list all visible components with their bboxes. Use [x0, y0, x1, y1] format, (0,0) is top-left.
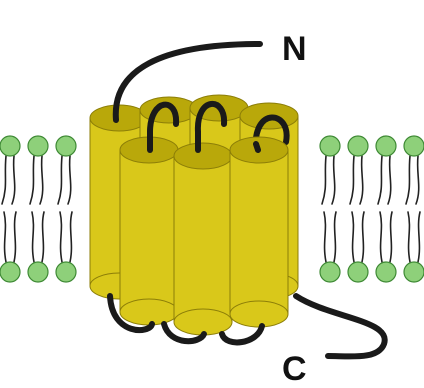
front-helices: [120, 137, 288, 335]
lipid-head-upper: [348, 136, 368, 156]
lipid-head-lower: [348, 262, 368, 282]
lipid-tail: [334, 212, 336, 262]
helix-front-right: [230, 137, 288, 327]
lipid-tail: [324, 212, 326, 262]
lipid-tail: [408, 212, 410, 262]
lipid-tail: [4, 212, 6, 262]
lipid-head-lower: [28, 262, 48, 282]
lipid-tail: [60, 212, 62, 262]
lipid-head-upper: [320, 136, 340, 156]
lipid-tail: [332, 156, 335, 204]
lipid-tail: [42, 212, 44, 262]
lipid-tail: [2, 156, 6, 204]
lipid-tail: [406, 156, 410, 204]
c-terminus-tail: [296, 296, 385, 356]
loop-end-3: [256, 144, 258, 150]
lipid-tail: [14, 212, 16, 262]
lipid-tail: [322, 156, 326, 204]
lipid-tail: [352, 212, 354, 262]
lipid-tail: [418, 212, 420, 262]
lipid-tail: [390, 212, 392, 262]
lipid-tail: [30, 156, 34, 204]
lipid-tail: [68, 156, 71, 204]
lipid-tail: [32, 212, 34, 262]
lipid-tail: [378, 156, 382, 204]
lipid-tail: [360, 156, 363, 204]
lipid-head-upper: [376, 136, 396, 156]
lipid-tail: [380, 212, 382, 262]
lipid-tail: [362, 212, 364, 262]
lipid-tail: [70, 212, 72, 262]
lipid-tail: [388, 156, 391, 204]
lipid-head-lower: [56, 262, 76, 282]
n-terminus-label: N: [282, 30, 307, 68]
c-terminus-label: C: [282, 350, 307, 388]
lipid-tail: [40, 156, 43, 204]
lipid-head-upper: [404, 136, 424, 156]
helix-front-left: [120, 137, 178, 325]
helix-front-mid: [174, 143, 232, 335]
lipid-head-lower: [0, 262, 20, 282]
lipid-tail: [350, 156, 354, 204]
lipid-head-upper: [0, 136, 20, 156]
lipid-head-lower: [376, 262, 396, 282]
lipid-head-upper: [56, 136, 76, 156]
lipid-head-upper: [28, 136, 48, 156]
lipid-tail: [12, 156, 15, 204]
lipid-tail: [416, 156, 419, 204]
lipid-head-lower: [404, 262, 424, 282]
lipid-tail: [58, 156, 62, 204]
lipid-head-lower: [320, 262, 340, 282]
